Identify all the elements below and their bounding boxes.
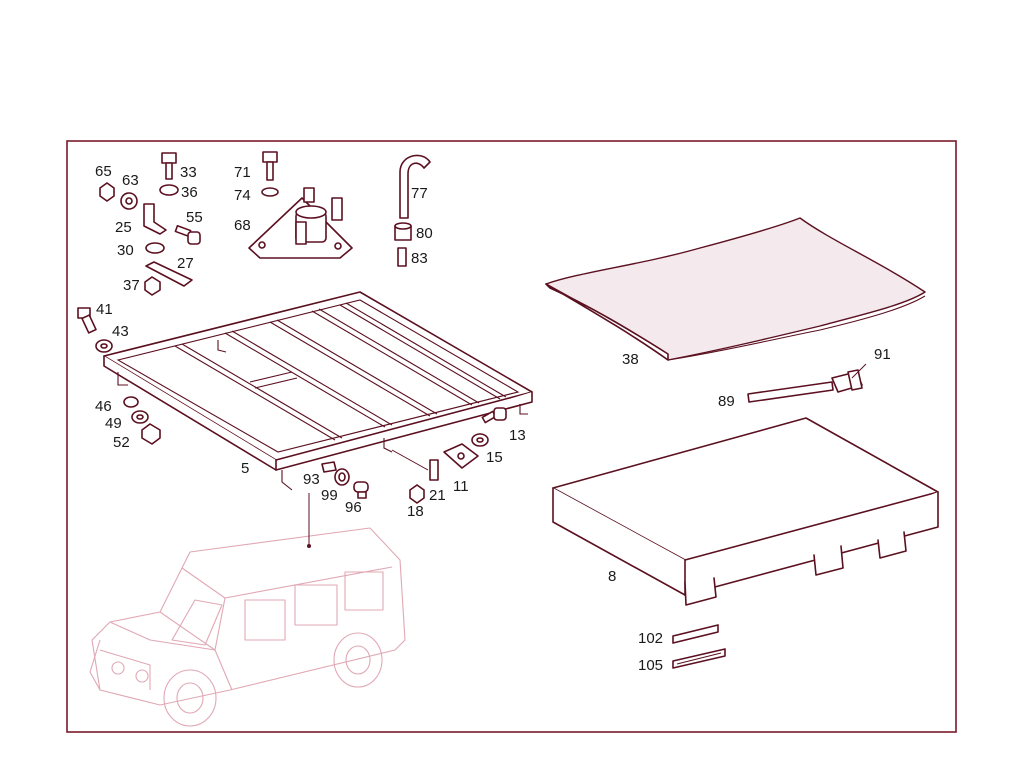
label-93: 93 <box>303 471 320 488</box>
label-49: 49 <box>105 415 122 432</box>
cap-nut-52-icon <box>141 423 161 445</box>
clip-21-icon <box>429 459 439 481</box>
bolt-71-icon <box>262 151 278 181</box>
label-36: 36 <box>181 184 198 201</box>
label-13: 13 <box>509 427 526 444</box>
nut-18-icon <box>409 484 425 504</box>
bolt-33-icon <box>161 152 177 180</box>
label-89: 89 <box>718 393 735 410</box>
label-96: 96 <box>345 499 362 516</box>
washer-15-icon <box>471 433 489 447</box>
label-30: 30 <box>117 242 134 259</box>
label-33: 33 <box>180 164 197 181</box>
washer-46-icon <box>123 396 139 408</box>
nut-37-icon <box>144 276 161 296</box>
label-105: 105 <box>638 657 663 674</box>
part-labels: 65 63 33 36 25 55 30 27 37 71 74 68 77 8… <box>95 163 891 674</box>
washer-74-icon <box>261 187 279 197</box>
plug-96-icon <box>353 481 369 499</box>
pad-11-icon <box>443 443 479 469</box>
box-icon <box>552 417 939 606</box>
label-55: 55 <box>186 209 203 226</box>
label-80: 80 <box>416 225 433 242</box>
nut-80-icon <box>394 222 412 241</box>
label-38: 38 <box>622 351 639 368</box>
label-68: 68 <box>234 217 251 234</box>
bolt-41-icon <box>77 307 97 334</box>
washer-30-icon <box>145 242 165 254</box>
label-83: 83 <box>411 250 428 267</box>
bracket-plate-icon <box>248 187 353 259</box>
label-65: 65 <box>95 163 112 180</box>
hook-bolt-icon <box>399 154 431 219</box>
bolt-55-icon <box>174 224 201 245</box>
label-46: 46 <box>95 398 112 415</box>
seal-strips-icon <box>672 624 726 669</box>
washer-63-icon <box>120 192 138 210</box>
strap-icon <box>747 363 867 403</box>
label-77: 77 <box>411 185 428 202</box>
label-63: 63 <box>122 172 139 189</box>
label-91: 91 <box>874 346 891 363</box>
clip-93-icon <box>321 461 337 473</box>
label-71: 71 <box>234 164 251 181</box>
label-52: 52 <box>113 434 130 451</box>
label-102: 102 <box>638 630 663 647</box>
label-43: 43 <box>112 323 129 340</box>
tarpaulin-icon <box>545 217 926 361</box>
label-18: 18 <box>407 503 424 520</box>
label-27: 27 <box>177 255 194 272</box>
washer-36-icon <box>159 184 179 196</box>
angle-bracket-25-icon <box>143 203 167 235</box>
label-5: 5 <box>241 460 249 477</box>
label-74: 74 <box>234 187 251 204</box>
nut-65-icon <box>99 182 115 202</box>
washer-99-icon <box>334 468 350 486</box>
bolt-13-icon <box>481 407 507 424</box>
washer-43-icon <box>95 339 113 353</box>
label-99: 99 <box>321 487 338 504</box>
label-11: 11 <box>453 478 469 495</box>
label-41: 41 <box>96 301 113 318</box>
vehicle-icon <box>89 527 406 727</box>
plate-27-icon <box>145 261 193 287</box>
label-21: 21 <box>429 487 446 504</box>
roof-rack-icon <box>103 291 533 491</box>
label-25: 25 <box>115 219 132 236</box>
label-8: 8 <box>608 568 616 585</box>
washer-49-icon <box>131 410 149 424</box>
sleeve-83-icon <box>397 247 407 267</box>
label-15: 15 <box>486 449 503 466</box>
label-37: 37 <box>123 277 140 294</box>
